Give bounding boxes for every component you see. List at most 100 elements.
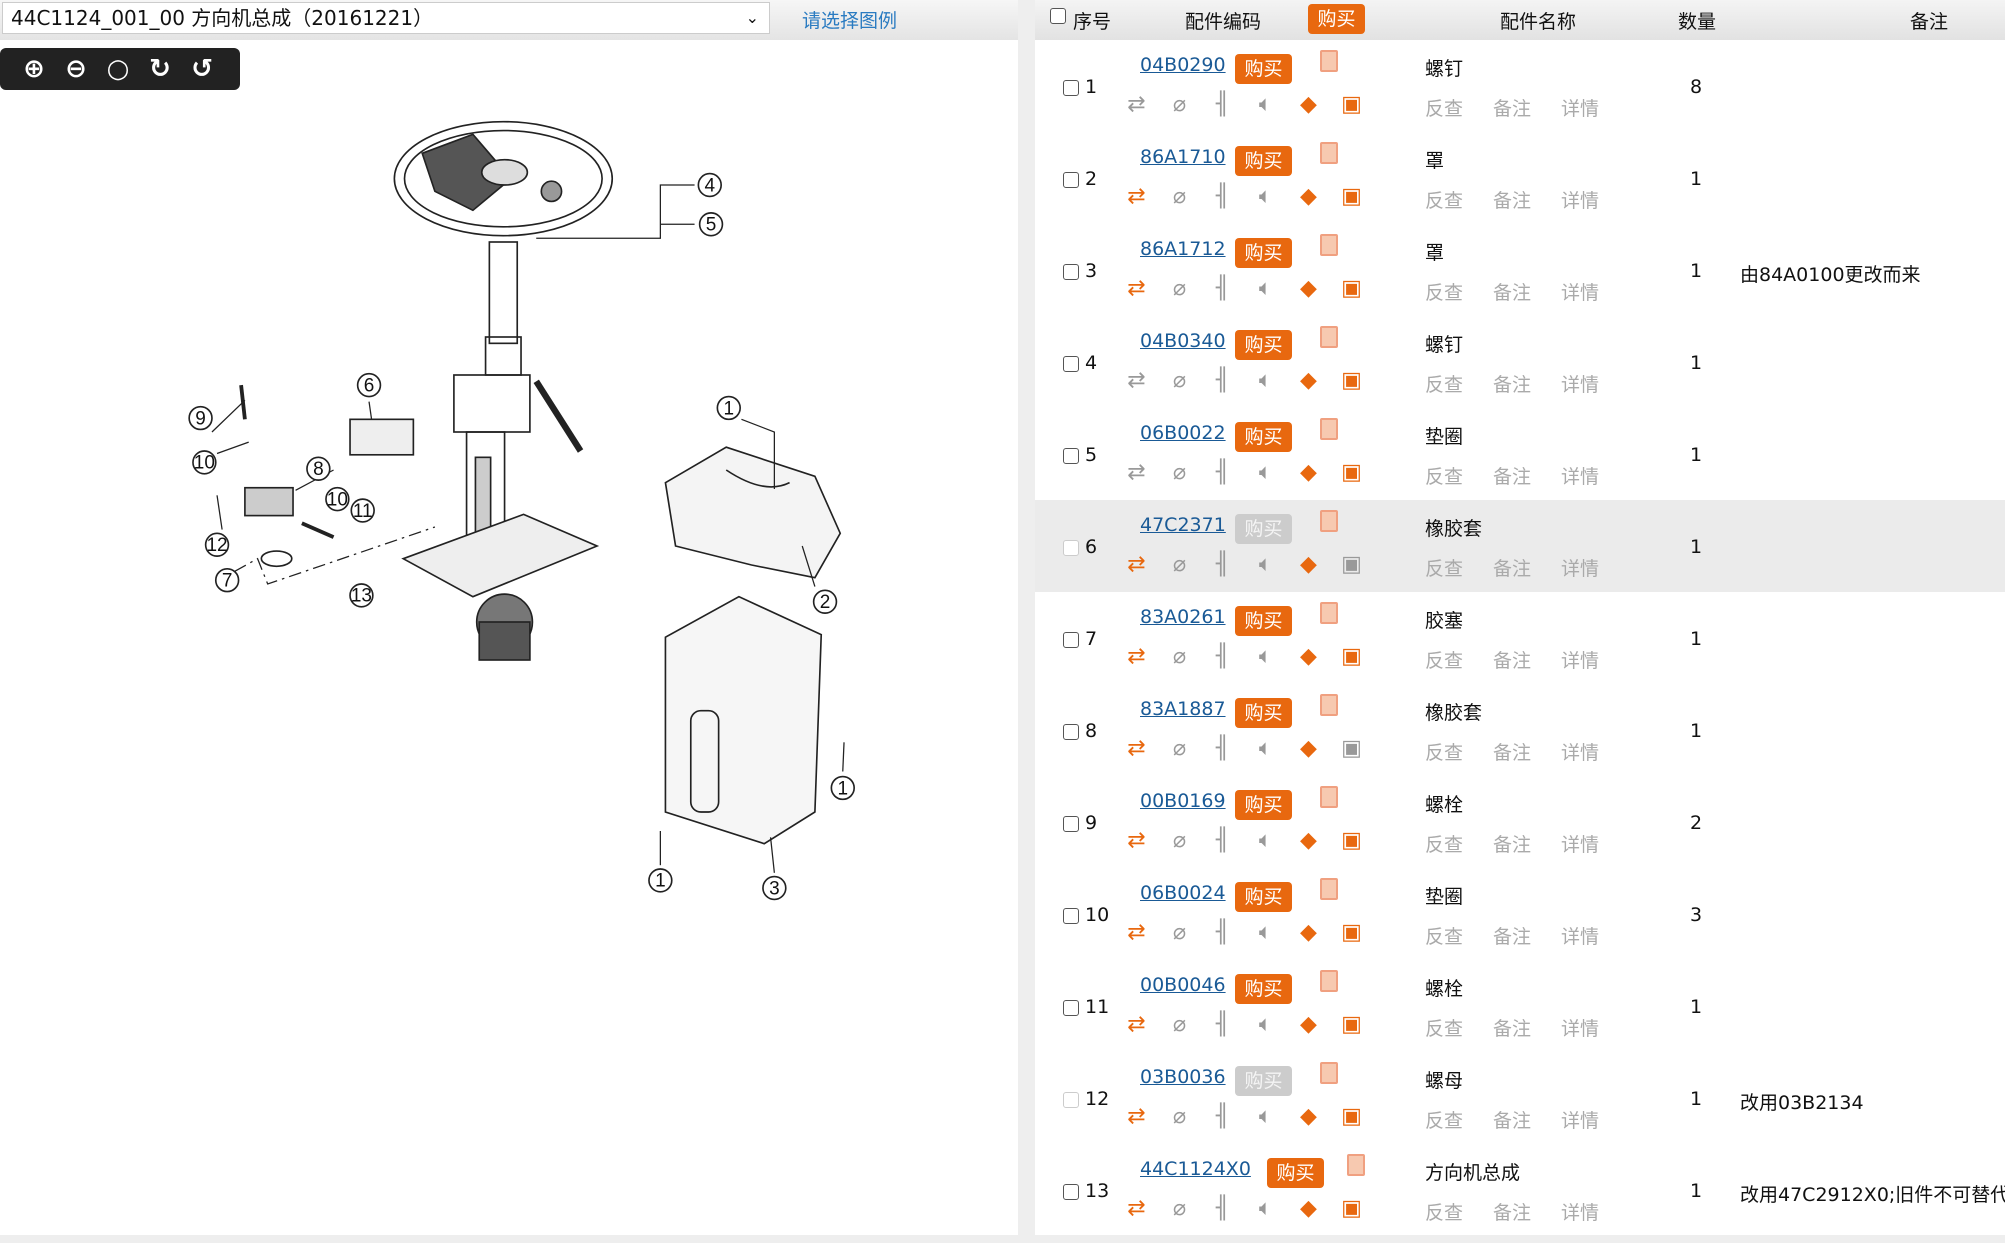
image-icon[interactable]: ▣: [1341, 1104, 1362, 1129]
tools-icon[interactable]: ╢: [1215, 368, 1230, 393]
reverse-lookup-link[interactable]: 反查: [1425, 742, 1464, 764]
part-code-link[interactable]: 44C1124X0: [1140, 1158, 1251, 1180]
image-icon[interactable]: ▣: [1341, 920, 1362, 945]
reverse-lookup-link[interactable]: 反查: [1425, 466, 1464, 488]
buy-button[interactable]: 购买: [1267, 1158, 1324, 1188]
image-icon[interactable]: ▣: [1341, 552, 1362, 577]
tools-icon[interactable]: ╢: [1215, 460, 1230, 485]
callout[interactable]: 10: [192, 450, 217, 475]
detail-link[interactable]: 详情: [1561, 466, 1600, 488]
reverse-lookup-link[interactable]: 反查: [1425, 926, 1464, 948]
swap-arrows-icon[interactable]: ⇄: [1127, 736, 1146, 761]
swap-arrows-icon[interactable]: ⇄: [1127, 460, 1146, 485]
callout[interactable]: 1: [648, 868, 673, 893]
buy-button[interactable]: 购买: [1235, 422, 1292, 452]
callout[interactable]: 8: [306, 456, 331, 481]
document-icon[interactable]: [1347, 1154, 1365, 1176]
document-icon[interactable]: [1320, 142, 1338, 164]
swap-arrows-icon[interactable]: ⇄: [1127, 552, 1146, 577]
part-code-link[interactable]: 83A1887: [1140, 698, 1226, 720]
tag-icon[interactable]: ◆: [1300, 368, 1317, 393]
detail-link[interactable]: 详情: [1561, 1018, 1600, 1040]
speaker-icon[interactable]: 🔈︎: [1258, 552, 1273, 577]
document-icon[interactable]: [1320, 970, 1338, 992]
row-checkbox[interactable]: [1063, 632, 1079, 648]
buy-button[interactable]: 购买: [1235, 606, 1292, 636]
document-icon[interactable]: [1320, 326, 1338, 348]
tag-icon[interactable]: ◆: [1300, 644, 1317, 669]
row-checkbox[interactable]: [1063, 540, 1079, 556]
note-link[interactable]: 备注: [1493, 926, 1532, 948]
note-link[interactable]: 备注: [1493, 650, 1532, 672]
speaker-icon[interactable]: 🔈︎: [1258, 460, 1273, 485]
callout[interactable]: 2: [812, 589, 838, 614]
swap-arrows-icon[interactable]: ⇄: [1127, 1104, 1146, 1129]
note-link[interactable]: 备注: [1493, 374, 1532, 396]
zoom-out-icon[interactable]: ⊖: [65, 54, 87, 84]
detail-link[interactable]: 详情: [1561, 926, 1600, 948]
note-link[interactable]: 备注: [1493, 1202, 1532, 1224]
callout[interactable]: 1: [830, 775, 855, 801]
callout[interactable]: 10: [325, 486, 350, 512]
row-checkbox[interactable]: [1063, 172, 1079, 188]
row-checkbox[interactable]: [1063, 1000, 1079, 1016]
image-icon[interactable]: ▣: [1341, 460, 1362, 485]
part-code-link[interactable]: 06B0022: [1140, 422, 1226, 444]
edit-icon[interactable]: ⌀: [1172, 1104, 1187, 1129]
callout[interactable]: 3: [762, 875, 787, 901]
panel-splitter[interactable]: [1018, 0, 1035, 1243]
document-icon[interactable]: [1320, 694, 1338, 716]
tag-icon[interactable]: ◆: [1300, 1104, 1317, 1129]
reverse-lookup-link[interactable]: 反查: [1425, 282, 1464, 304]
image-icon[interactable]: ▣: [1341, 184, 1362, 209]
row-checkbox[interactable]: [1063, 1092, 1079, 1108]
rotate-left-icon[interactable]: ↺: [191, 54, 213, 84]
tools-icon[interactable]: ╢: [1215, 644, 1230, 669]
image-icon[interactable]: ▣: [1341, 736, 1362, 761]
edit-icon[interactable]: ⌀: [1172, 736, 1187, 761]
note-link[interactable]: 备注: [1493, 190, 1532, 212]
edit-icon[interactable]: ⌀: [1172, 828, 1187, 853]
part-code-link[interactable]: 83A0261: [1140, 606, 1226, 628]
callout[interactable]: 7: [214, 567, 240, 593]
detail-link[interactable]: 详情: [1561, 742, 1600, 764]
speaker-icon[interactable]: 🔈︎: [1258, 736, 1273, 761]
detail-link[interactable]: 详情: [1561, 558, 1600, 580]
buy-button[interactable]: 购买: [1235, 54, 1292, 84]
image-icon[interactable]: ▣: [1341, 828, 1362, 853]
image-icon[interactable]: ▣: [1341, 1196, 1362, 1221]
note-link[interactable]: 备注: [1493, 558, 1532, 580]
reverse-lookup-link[interactable]: 反查: [1425, 1202, 1464, 1224]
note-link[interactable]: 备注: [1493, 1110, 1532, 1132]
detail-link[interactable]: 详情: [1561, 650, 1600, 672]
callout[interactable]: 11: [350, 498, 375, 523]
callout[interactable]: 9: [188, 405, 213, 431]
tag-icon[interactable]: ◆: [1300, 276, 1317, 301]
reverse-lookup-link[interactable]: 反查: [1425, 98, 1464, 120]
reverse-lookup-link[interactable]: 反查: [1425, 1110, 1464, 1132]
edit-icon[interactable]: ⌀: [1172, 552, 1187, 577]
speaker-icon[interactable]: 🔈︎: [1258, 368, 1273, 393]
image-icon[interactable]: ▣: [1341, 1012, 1362, 1037]
tools-icon[interactable]: ╢: [1215, 736, 1230, 761]
edit-icon[interactable]: ⌀: [1172, 368, 1187, 393]
tools-icon[interactable]: ╢: [1215, 1196, 1230, 1221]
reverse-lookup-link[interactable]: 反查: [1425, 374, 1464, 396]
buy-button[interactable]: 购买: [1235, 514, 1292, 544]
image-icon[interactable]: ▣: [1341, 644, 1362, 669]
reverse-lookup-link[interactable]: 反查: [1425, 190, 1464, 212]
detail-link[interactable]: 详情: [1561, 1110, 1600, 1132]
swap-arrows-icon[interactable]: ⇄: [1127, 368, 1146, 393]
document-icon[interactable]: [1320, 234, 1338, 256]
tag-icon[interactable]: ◆: [1300, 1012, 1317, 1037]
swap-arrows-icon[interactable]: ⇄: [1127, 276, 1146, 301]
reverse-lookup-link[interactable]: 反查: [1425, 558, 1464, 580]
part-code-link[interactable]: 06B0024: [1140, 882, 1226, 904]
row-checkbox[interactable]: [1063, 816, 1079, 832]
image-icon[interactable]: ▣: [1341, 276, 1362, 301]
tag-icon[interactable]: ◆: [1300, 92, 1317, 117]
speaker-icon[interactable]: 🔈︎: [1258, 1012, 1273, 1037]
swap-arrows-icon[interactable]: ⇄: [1127, 1012, 1146, 1037]
part-code-link[interactable]: 47C2371: [1140, 514, 1226, 536]
